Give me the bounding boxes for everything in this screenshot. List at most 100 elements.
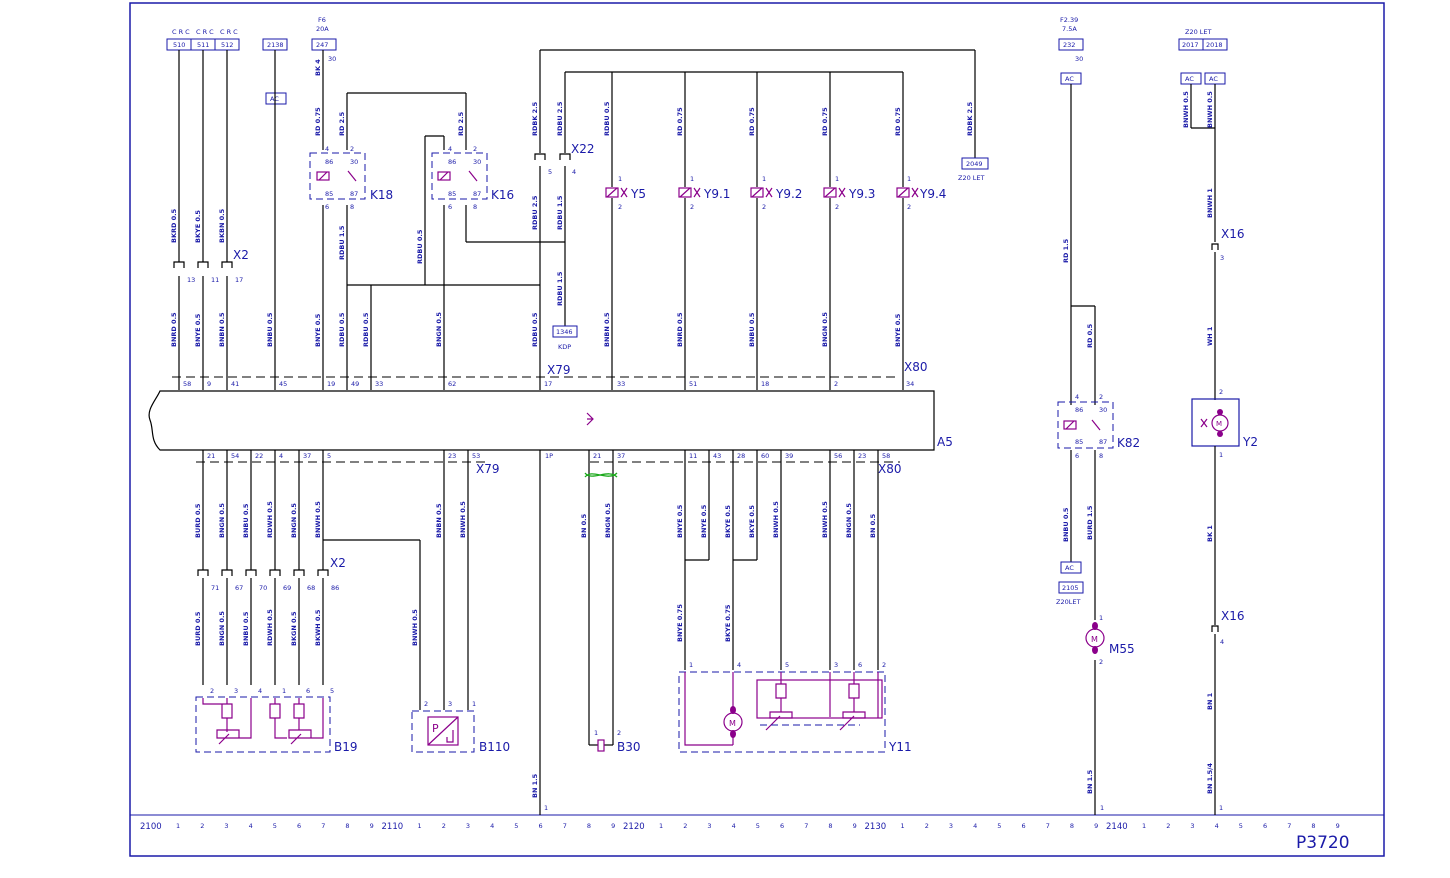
valve-y9-3: 12 Y9.3 [823,175,875,211]
svg-text:87: 87 [1099,438,1107,446]
x16-connector-lower: X16 4 [1211,609,1245,646]
svg-text:86: 86 [1075,406,1083,414]
svg-text:RDWH 0.5: RDWH 0.5 [266,609,274,646]
svg-text:RDBU 1.5: RDBU 1.5 [338,225,346,260]
valve-y5: 12 Y5 [605,175,646,211]
svg-text:Z20 LET: Z20 LET [1185,28,1212,36]
svg-text:C R C: C R C [196,28,214,36]
svg-text:AC: AC [1209,75,1218,83]
ruler-digit: 5 [1239,822,1243,830]
ruler-group-label: 2140 [1106,822,1128,832]
sensor-b30: 1 2 B30 [594,729,641,754]
svg-text:AC: AC [1185,75,1194,83]
svg-text:RDBU 2.5: RDBU 2.5 [556,101,564,136]
svg-text:2: 2 [1219,388,1223,396]
svg-text:Z20 LET: Z20 LET [958,174,985,182]
svg-text:K82: K82 [1117,436,1140,450]
svg-text:3: 3 [834,661,838,669]
svg-text:Y9.1: Y9.1 [703,187,730,201]
svg-text:85: 85 [1075,438,1083,446]
svg-text:RDBU 0.5: RDBU 0.5 [531,312,539,347]
svg-text:4: 4 [279,452,283,460]
svg-text:BNYE 0.5: BNYE 0.5 [314,313,322,347]
svg-text:RD 0.75: RD 0.75 [748,107,756,136]
ruler-digit: 1 [418,822,422,830]
svg-text:BNYE 0.5: BNYE 0.5 [194,313,202,347]
svg-text:M: M [729,719,736,728]
ruler-digit: 6 [1263,822,1267,830]
svg-text:8: 8 [350,203,354,211]
svg-text:2: 2 [350,145,354,153]
svg-text:1: 1 [1219,451,1223,459]
ruler-digit: 2 [442,822,446,830]
relay-k16: 4 2 86 30 85 87 6 8 K16 [431,145,514,211]
svg-text:Y2: Y2 [1242,435,1258,449]
svg-text:M: M [1091,635,1098,644]
svg-text:RD 0.5: RD 0.5 [1086,323,1094,348]
svg-text:60: 60 [761,452,769,460]
svg-text:BK 1: BK 1 [1206,525,1214,542]
ruler-digit: 8 [587,822,591,830]
svg-text:49: 49 [351,380,359,388]
z20let-group: Z20 LET 2017 2018 AC AC [1178,28,1228,85]
x2-connector-lower: X2 71 67 70 69 68 86 [197,556,346,592]
svg-text:21: 21 [207,452,215,460]
svg-text:86: 86 [325,158,333,166]
svg-text:30: 30 [328,55,336,63]
ruler-group-label: 2100 [140,822,162,832]
svg-text:BN 1.5/4: BN 1.5/4 [1206,762,1214,794]
svg-text:BNGN 0.5: BNGN 0.5 [218,611,226,646]
svg-text:BN 1.5: BN 1.5 [1086,769,1094,794]
svg-text:2: 2 [834,380,838,388]
ruler-digit: 5 [997,822,1001,830]
svg-text:6: 6 [448,203,452,211]
svg-text:BNYE 0.75: BNYE 0.75 [676,604,684,642]
svg-text:70: 70 [259,584,267,592]
svg-text:62: 62 [448,380,456,388]
svg-text:45: 45 [279,380,287,388]
svg-text:1: 1 [690,175,694,183]
svg-text:RD 2.5: RD 2.5 [457,111,465,136]
svg-text:23: 23 [858,452,866,460]
svg-text:RDBK 2.5: RDBK 2.5 [531,101,539,136]
x16-connector-upper: X16 3 [1211,227,1245,262]
svg-text:4: 4 [448,145,452,153]
svg-text:BKGN 0.5: BKGN 0.5 [290,611,298,646]
svg-text:WH 1: WH 1 [1206,326,1214,346]
svg-text:RDBU 0.5: RDBU 0.5 [603,101,611,136]
svg-text:11: 11 [689,452,697,460]
svg-text:BN 0.5: BN 0.5 [869,513,877,538]
svg-text:1: 1 [282,687,286,695]
svg-text:RD 1.5: RD 1.5 [1062,238,1070,263]
ruler-digit: 2 [1166,822,1170,830]
svg-text:2: 2 [835,203,839,211]
ruler-digit: 9 [1094,822,1098,830]
svg-text:C R C: C R C [220,28,238,36]
svg-text:2: 2 [617,729,621,737]
svg-text:1: 1 [594,729,598,737]
svg-text:BNBU 0.5: BNBU 0.5 [1062,507,1070,542]
svg-text:85: 85 [325,190,333,198]
svg-text:X2: X2 [330,556,346,570]
svg-text:BNGN 0.5: BNGN 0.5 [821,312,829,347]
svg-text:BN 1.5: BN 1.5 [531,773,539,798]
svg-text:1: 1 [1219,804,1223,812]
svg-text:Y9.3: Y9.3 [848,187,875,201]
svg-text:K16: K16 [491,188,514,202]
svg-text:BNRD 0.5: BNRD 0.5 [170,312,178,347]
svg-text:Z20LET: Z20LET [1056,598,1080,606]
fuse-f6: F6 [318,16,326,24]
ruler-digit: 2 [925,822,929,830]
fuse-f2-group: F2.39 7.5A 232 30 AC [1058,16,1084,85]
svg-text:BNYE 0.5: BNYE 0.5 [894,313,902,347]
ruler-digit: 6 [780,822,784,830]
svg-text:53: 53 [472,452,480,460]
svg-text:BKYE 0.5: BKYE 0.5 [724,505,732,538]
ruler-digit: 7 [1287,822,1291,830]
svg-text:BNWH 0.5: BNWH 0.5 [314,501,322,538]
svg-text:6: 6 [306,687,310,695]
relay-k18: 4 2 86 30 85 87 6 8 K18 [309,145,393,211]
sheet-id: P3720 [1296,833,1350,853]
svg-text:RD 0.75: RD 0.75 [821,107,829,136]
svg-text:18: 18 [761,380,769,388]
